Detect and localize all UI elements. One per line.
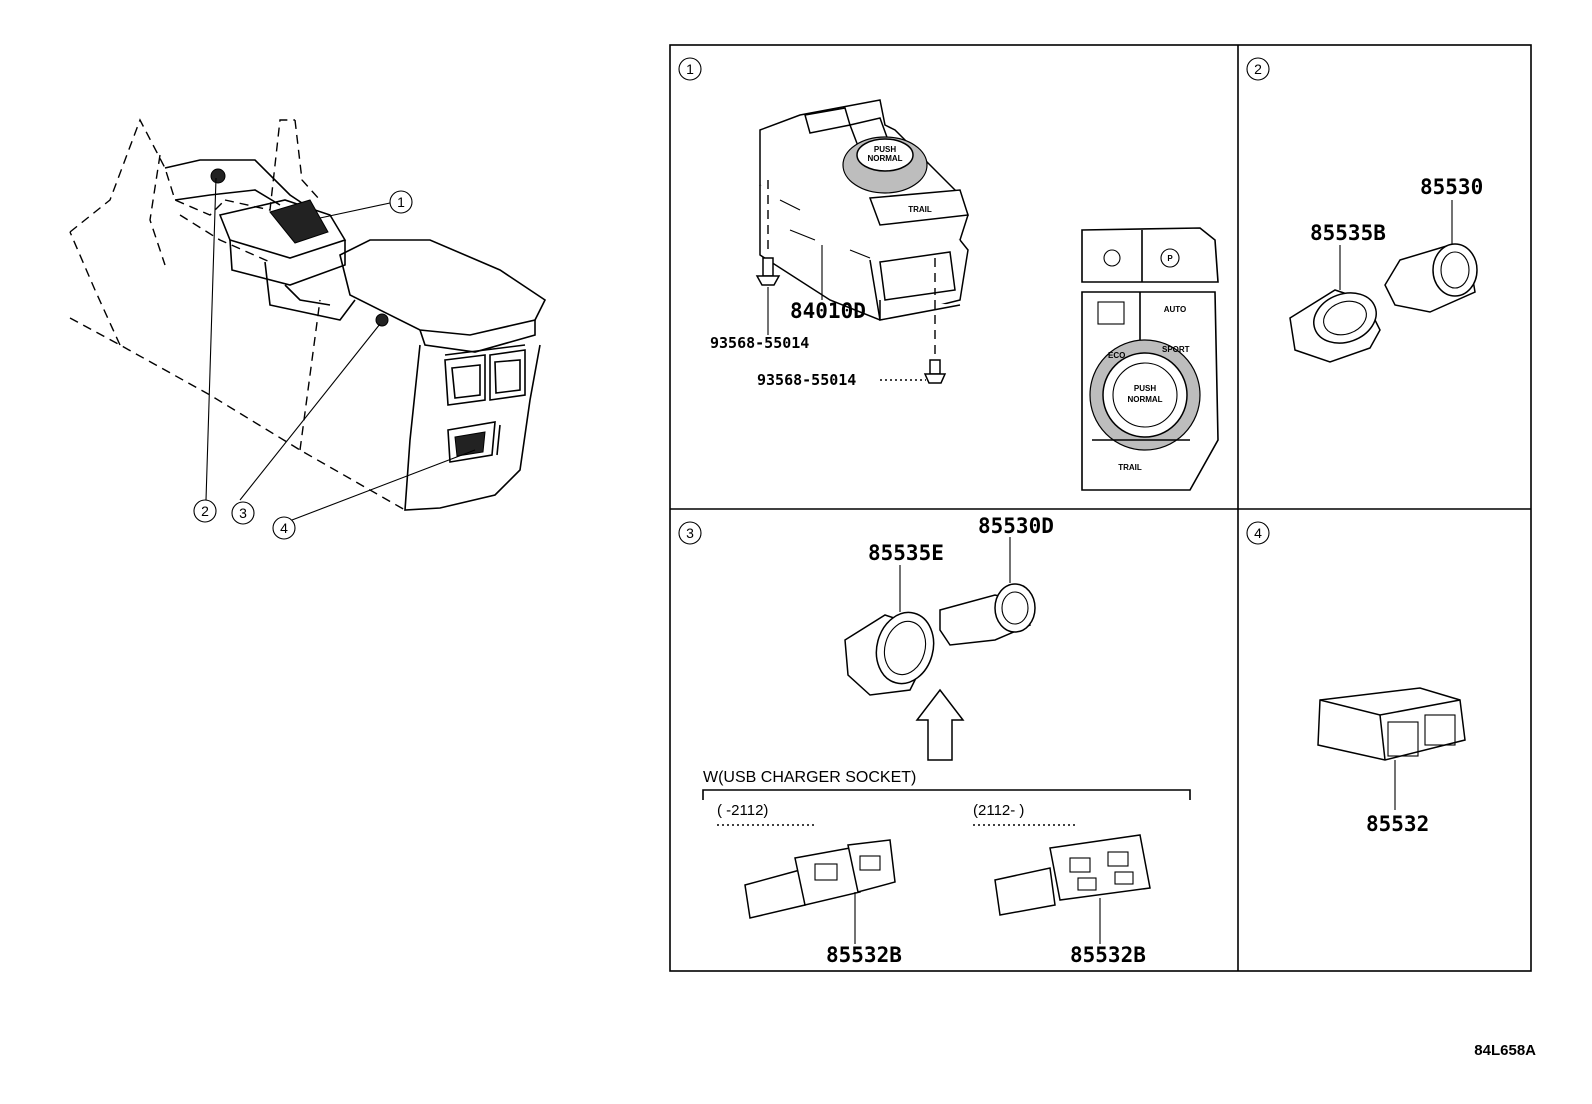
- svg-text:PUSH: PUSH: [874, 145, 896, 154]
- drive-mode-switch-assembly[interactable]: PUSH NORMAL TRAIL: [759, 99, 969, 321]
- panel-2-index: 2: [1246, 57, 1270, 81]
- svg-text:AUTO: AUTO: [1164, 305, 1187, 314]
- svg-text:93568-55014: 93568-55014: [757, 371, 856, 389]
- usb-charger-group-label: W(USB CHARGER SOCKET): [703, 769, 916, 786]
- svg-text:PUSH: PUSH: [1134, 384, 1156, 393]
- part-number-84010D: 84010D: [790, 299, 866, 323]
- svg-text:2: 2: [201, 503, 209, 519]
- panel-1-index: 1: [678, 57, 702, 81]
- svg-text:85530D: 85530D: [978, 514, 1054, 538]
- screw-left[interactable]: 93568-55014: [710, 180, 809, 352]
- svg-text:85535B: 85535B: [1310, 221, 1386, 245]
- svg-text:85532B: 85532B: [1070, 943, 1146, 967]
- callout-4[interactable]: 4: [272, 516, 296, 540]
- panel-4: 4 85532: [1246, 521, 1466, 836]
- svg-text:93568-55014: 93568-55014: [710, 334, 809, 352]
- usb-socket-right-85532B[interactable]: 85532B: [994, 834, 1151, 967]
- socket-85530[interactable]: 85530: [1384, 175, 1483, 313]
- insert-direction-arrow-icon: [915, 688, 965, 761]
- socket-cap-85535E[interactable]: 85535E: [844, 541, 944, 696]
- panel-frame: [669, 44, 1532, 972]
- svg-text:85532: 85532: [1366, 812, 1429, 836]
- svg-text:4: 4: [1254, 525, 1262, 541]
- date-range-right: (2112- ): [973, 802, 1024, 819]
- svg-text:SPORT: SPORT: [1162, 345, 1190, 354]
- usb-socket-85532[interactable]: 85532: [1317, 687, 1466, 836]
- panel-4-index: 4: [1246, 521, 1270, 545]
- svg-text:4: 4: [280, 520, 288, 536]
- svg-text:ECO: ECO: [1108, 351, 1125, 360]
- svg-text:3: 3: [239, 505, 247, 521]
- svg-text:1: 1: [686, 61, 694, 77]
- panel-3-index: 3: [678, 521, 702, 545]
- panel-3: 3 85535E 85530D W(USB CHARGER SOCKET) ( …: [678, 514, 1191, 967]
- svg-text:85532B: 85532B: [826, 943, 902, 967]
- socket-85530D[interactable]: 85530D: [939, 514, 1054, 646]
- usb-socket-left-85532B[interactable]: 85532B: [744, 839, 902, 967]
- callout-3[interactable]: 3: [231, 501, 255, 525]
- svg-text:2: 2: [1254, 61, 1262, 77]
- callout-1[interactable]: 1: [389, 190, 413, 214]
- socket-cap-85535B[interactable]: 85535B: [1289, 221, 1386, 363]
- screw-right[interactable]: 93568-55014: [757, 300, 947, 389]
- svg-text:NORMAL: NORMAL: [867, 154, 902, 163]
- date-range-left: ( -2112): [717, 802, 768, 819]
- svg-text:85530: 85530: [1420, 175, 1483, 199]
- svg-text:TRAIL: TRAIL: [908, 205, 932, 214]
- panel-2: 2 85535B 85530: [1246, 57, 1483, 363]
- svg-text:NORMAL: NORMAL: [1127, 395, 1162, 404]
- svg-text:P: P: [1167, 254, 1173, 263]
- svg-text:1: 1: [397, 194, 405, 210]
- svg-text:85535E: 85535E: [868, 541, 944, 565]
- svg-text:3: 3: [686, 525, 694, 541]
- figure-code: 84L658A: [1474, 1042, 1536, 1059]
- console-overview: 1 2 3 4: [69, 118, 547, 540]
- callout-2[interactable]: 2: [193, 499, 217, 523]
- switch-faceplate-detail: P AUTO PUSH NORMAL ECO SPORT TRAIL: [1081, 227, 1219, 491]
- svg-text:TRAIL: TRAIL: [1118, 463, 1142, 472]
- panel-1: 1 PUSH NORMAL TRAIL 93568-55014: [678, 57, 1219, 491]
